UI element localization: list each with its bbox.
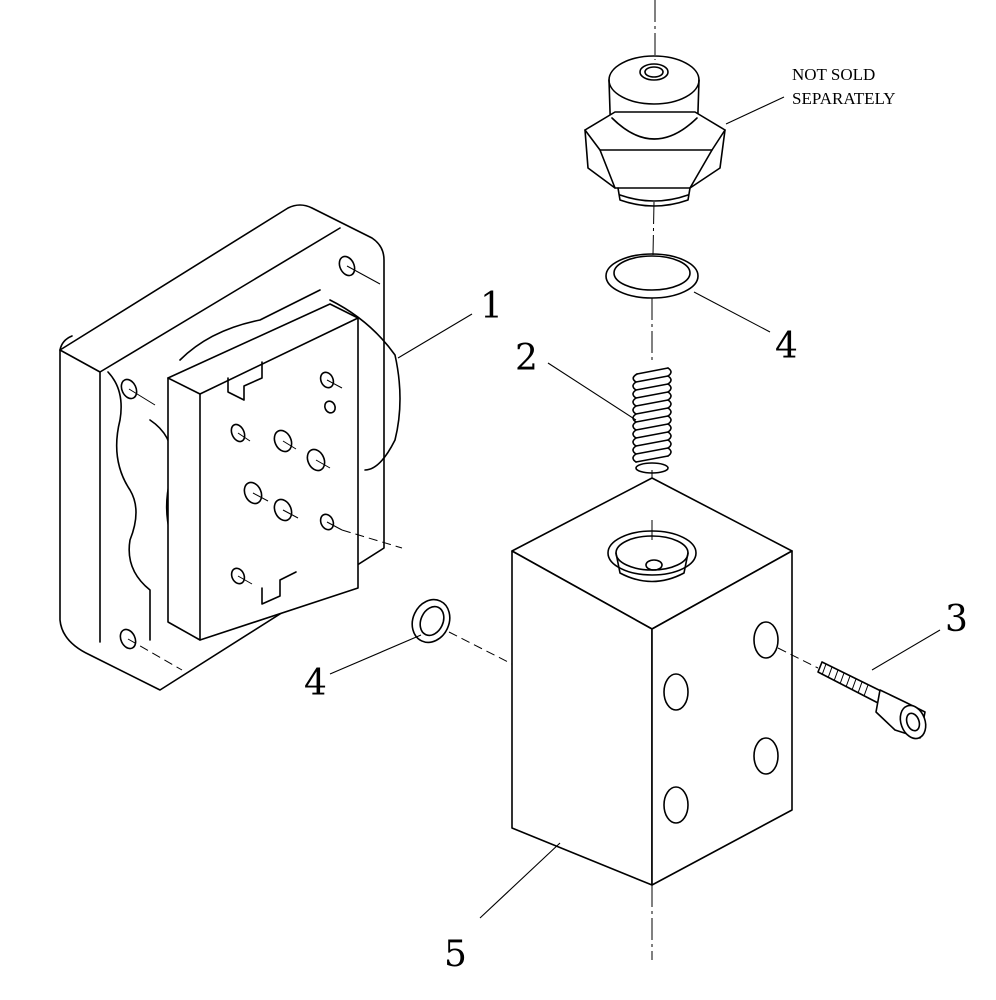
callout-3: 3 (945, 599, 968, 640)
note-line-2: SEPARATELY (792, 89, 895, 108)
callout-4-upper: 4 (775, 326, 798, 367)
part-4-lower-washer (411, 598, 451, 644)
part-5-block (511, 477, 793, 886)
part-2-spring (632, 367, 672, 474)
part-3-cap-screw (817, 661, 927, 740)
part-4-upper-washer (605, 253, 699, 299)
callout-2: 2 (515, 338, 538, 379)
leader-lines (329, 96, 941, 919)
callout-4-lower: 4 (304, 663, 327, 704)
center-lines (448, 0, 819, 960)
part-1-valve-body (59, 204, 403, 691)
fitting-not-sold-separately (584, 55, 726, 207)
callout-5: 5 (444, 934, 467, 975)
note-line-1: NOT SOLD (792, 65, 875, 84)
callout-1: 1 (480, 286, 503, 327)
